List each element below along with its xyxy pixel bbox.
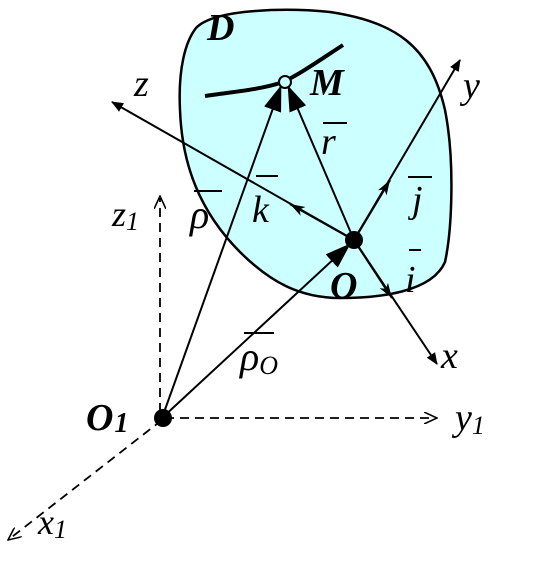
- unit-vector-j: [353, 179, 391, 241]
- vector-rho-o: [161, 243, 351, 419]
- label-axis-z: z: [133, 63, 149, 105]
- label-vector-r: r: [321, 121, 336, 163]
- label-unit-i: i: [405, 259, 416, 301]
- label-axis-x: x: [440, 335, 458, 377]
- label-point-M: M: [309, 62, 345, 104]
- unit-vector-i: [353, 239, 393, 299]
- point-O1: [154, 409, 172, 427]
- label-body-D: D: [206, 7, 234, 49]
- label-axis-z1: z1: [111, 194, 139, 236]
- rigid-body-shape: [178, 8, 453, 300]
- point-M: [278, 75, 292, 89]
- label-unit-k: k: [252, 189, 270, 231]
- label-axis-x1: x1: [37, 502, 67, 544]
- label-vector-rho: ρ: [188, 192, 209, 237]
- point-O: [345, 231, 363, 249]
- fixed-axis-x1: [8, 419, 163, 540]
- label-point-O1: O1: [86, 397, 128, 439]
- label-axis-y1: y1: [451, 397, 485, 440]
- unit-vector-k: [289, 203, 355, 241]
- label-vector-rho-o: ρO: [238, 334, 278, 380]
- label-axis-y: y: [459, 65, 480, 107]
- vector-rho: [161, 85, 282, 419]
- label-point-O: O: [330, 265, 357, 307]
- vector-r: [287, 85, 355, 241]
